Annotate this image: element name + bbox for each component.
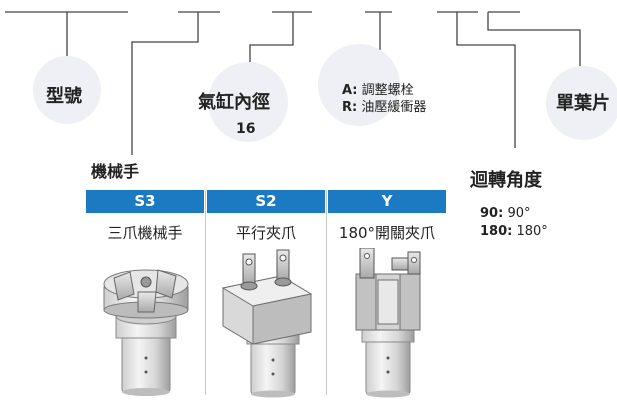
header-s3: S3 xyxy=(86,190,204,213)
gripper-table: S3 S2 Y 三爪機械手 平行夾爪 180°開關夾爪 xyxy=(86,190,446,400)
name-s2: 平行夾爪 xyxy=(235,224,296,242)
bore-value: 16 xyxy=(236,121,256,137)
adjust-code-r: R: xyxy=(342,100,358,115)
rotation-text-180: 180° xyxy=(516,224,548,239)
drop-gripper xyxy=(131,12,199,155)
adjust-option-a: A: 調整螺栓 xyxy=(342,79,414,98)
name-y: 180°開關夾爪 xyxy=(338,224,436,242)
column-divider-2 xyxy=(326,190,327,395)
adjust-option-r: R: 油壓緩衝器 xyxy=(342,96,426,115)
rotation-option-90: 90: 90° xyxy=(480,206,530,221)
rotation-option-180: 180: 180° xyxy=(480,224,548,239)
header-y: Y xyxy=(328,190,446,213)
drop-bore xyxy=(249,12,294,66)
bore-circle xyxy=(208,62,288,142)
rotation-code-90: 90: xyxy=(480,206,504,221)
adjust-text-a: 調整螺栓 xyxy=(361,83,414,98)
drop-rotation xyxy=(456,12,516,148)
adjust-circle xyxy=(318,44,400,126)
single-vane-circle xyxy=(546,66,617,140)
adjust-text-r: 油壓緩衝器 xyxy=(361,100,427,115)
parallel-gripper-image xyxy=(221,249,313,398)
bore-label: 氣缸內徑 xyxy=(198,92,270,113)
model-label: 型號 xyxy=(46,86,82,107)
drop-single-vane xyxy=(487,12,581,68)
angular-gripper-image xyxy=(355,248,421,398)
header-s2: S2 xyxy=(207,190,325,213)
rotation-text-90: 90° xyxy=(507,206,531,221)
name-s3: 三爪機械手 xyxy=(107,224,183,242)
adjust-code-a: A: xyxy=(342,83,358,98)
rotation-label: 迴轉角度 xyxy=(470,170,542,191)
single-vane-label: 單葉片 xyxy=(556,93,610,114)
column-divider-1 xyxy=(205,190,206,395)
three-jaw-gripper-image xyxy=(103,269,189,396)
rotation-code-180: 180: xyxy=(480,224,513,239)
model-circle xyxy=(33,56,101,124)
gripper-heading: 機械手 xyxy=(91,162,140,181)
